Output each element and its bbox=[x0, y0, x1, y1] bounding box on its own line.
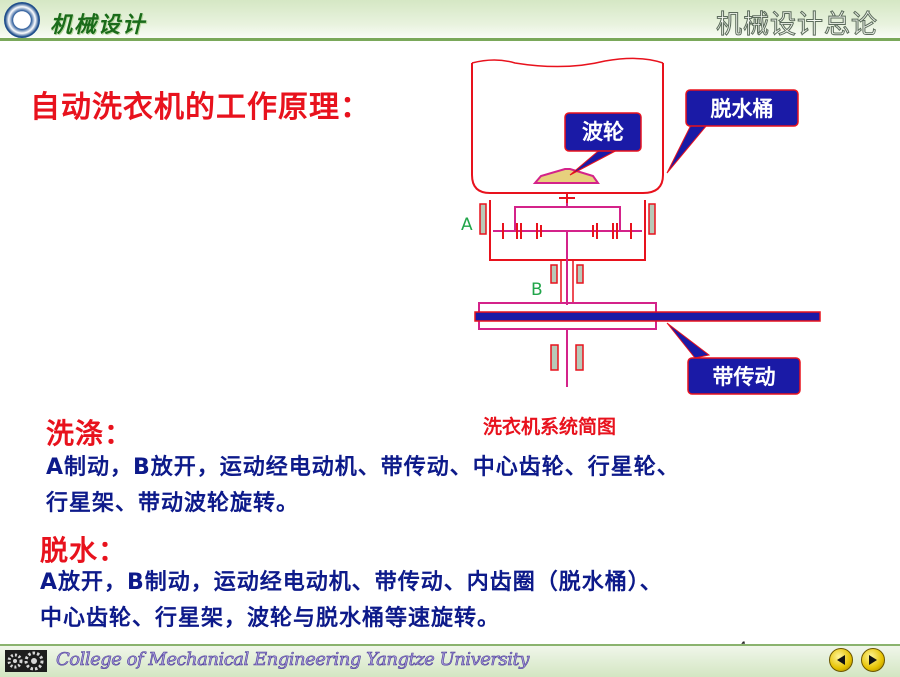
arrow-left-icon bbox=[837, 655, 845, 665]
brake-a-right bbox=[648, 203, 656, 235]
spinning-line: 中心齿轮、行星架，波轮与脱水桶等速旋转。 bbox=[40, 606, 501, 631]
course-title: 机械设计 bbox=[50, 12, 147, 38]
slide-header: 机械设计 机械设计总论 bbox=[0, 0, 900, 42]
slide-heading: 自动洗衣机的工作原理： bbox=[30, 90, 371, 125]
brake-b-right bbox=[576, 264, 584, 284]
belt-line bbox=[474, 311, 821, 322]
spinning-text: A放开，B制动，运动经电动机、带传动、内齿圈（脱水桶）、 中心齿轮、行星架，波轮… bbox=[40, 565, 663, 637]
callout-drum-text: 脱水桶 bbox=[711, 97, 774, 121]
callout-belt bbox=[687, 357, 801, 395]
chapter-title: 机械设计总论 bbox=[715, 10, 878, 41]
next-slide-button[interactable] bbox=[861, 648, 885, 672]
spinning-title: 脱水： bbox=[40, 534, 128, 567]
callout-belt-text: 带传动 bbox=[713, 365, 776, 389]
label-b: B bbox=[531, 280, 543, 300]
slide-footer: College of Mechanical Engineering Yangtz… bbox=[0, 644, 900, 677]
label-a: A bbox=[461, 215, 473, 235]
brake-b-left bbox=[550, 264, 558, 284]
bearing-right bbox=[575, 344, 584, 371]
callout-drum bbox=[685, 89, 799, 127]
university-logo-icon bbox=[4, 2, 40, 38]
brake-a-left bbox=[479, 203, 487, 235]
washing-text: A制动，B放开，运动经电动机、带传动、中心齿轮、行星轮、 行星架、带动波轮旋转。 bbox=[46, 450, 680, 522]
washing-line: 行星架、带动波轮旋转。 bbox=[46, 491, 300, 516]
callout-impeller bbox=[564, 112, 642, 152]
gear-icon bbox=[5, 650, 47, 672]
planet-carrier bbox=[514, 206, 621, 231]
previous-slide-button[interactable] bbox=[829, 648, 853, 672]
impeller-shape bbox=[532, 168, 600, 184]
spinning-line: A放开，B制动，运动经电动机、带传动、内齿圈（脱水桶）、 bbox=[40, 570, 663, 595]
header-divider bbox=[0, 38, 900, 41]
washing-line: A制动，B放开，运动经电动机、带传动、中心齿轮、行星轮、 bbox=[46, 455, 680, 480]
bearing-left bbox=[550, 344, 559, 371]
diagram-caption: 洗衣机系统简图 bbox=[483, 416, 617, 438]
arrow-right-icon bbox=[869, 655, 877, 665]
washing-machine-diagram: A B 波轮 脱水桶 带传动 bbox=[461, 57, 821, 395]
gear-marks bbox=[502, 223, 632, 239]
washing-title: 洗涤： bbox=[46, 417, 134, 450]
footer-college-name: College of Mechanical Engineering Yangtz… bbox=[56, 649, 530, 671]
callout-impeller-text: 波轮 bbox=[582, 120, 624, 144]
drum-top-edge bbox=[471, 57, 664, 68]
